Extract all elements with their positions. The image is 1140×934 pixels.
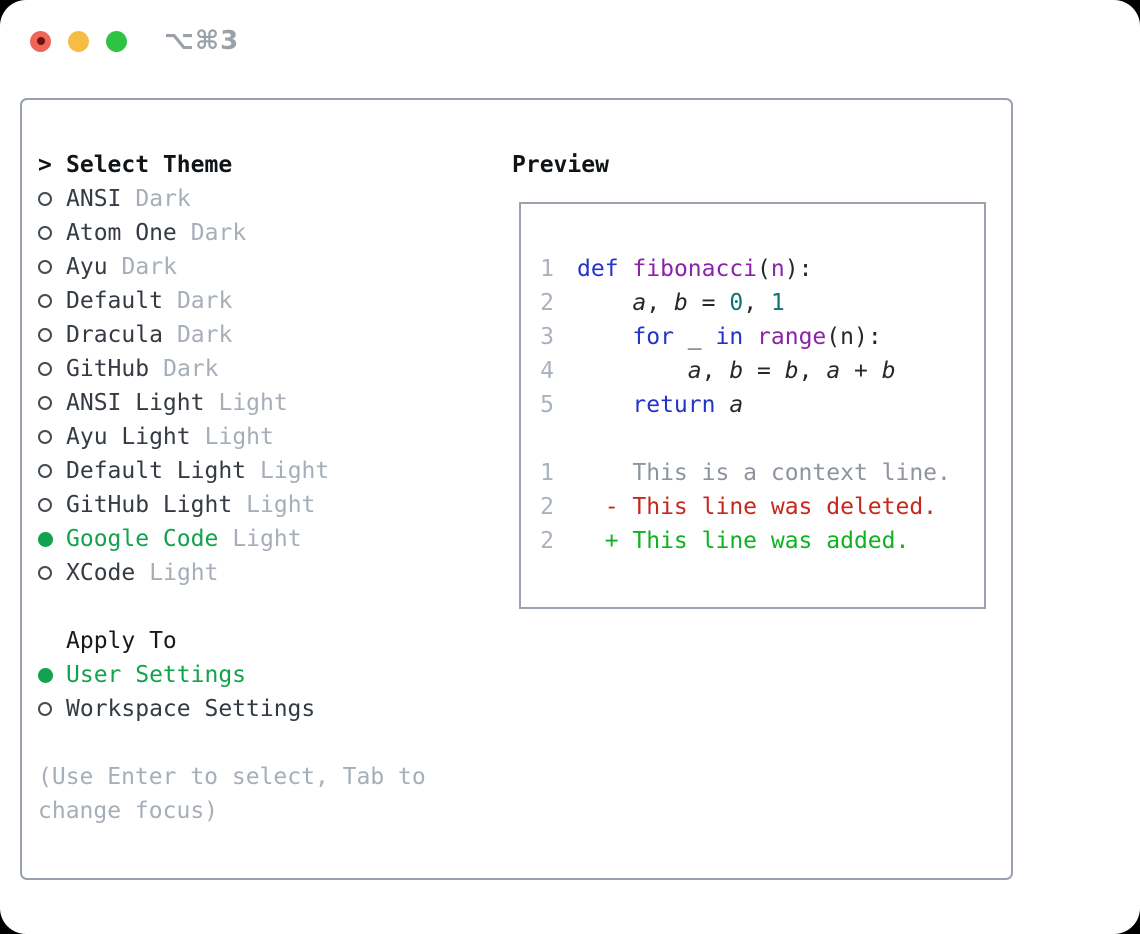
- usage-hint-line1: (Use Enter to select, Tab to: [38, 764, 426, 790]
- code-line: 2 a, b = 0, 1: [540, 290, 785, 316]
- theme-variant-label: Dark: [121, 254, 177, 280]
- theme-option-default-light-light[interactable]: Default Light Light: [38, 454, 488, 488]
- theme-variant-label: Light: [204, 424, 274, 450]
- line-number: 2: [540, 290, 554, 316]
- theme-name: Dracula: [66, 322, 163, 348]
- usage-hint-line2: change focus): [38, 798, 219, 824]
- theme-option-ayu-dark[interactable]: Ayu Dark: [38, 250, 488, 284]
- line-number: 1: [540, 460, 554, 486]
- line-number: 4: [540, 358, 554, 384]
- keyboard-shortcut-label: ⌥⌘3: [164, 26, 240, 56]
- theme-variant-label: Dark: [176, 322, 233, 348]
- apply-to-header: Apply To: [38, 624, 488, 658]
- radio-icon: [38, 328, 52, 342]
- theme-name: GitHub: [66, 356, 150, 382]
- radio-selected-icon: [38, 531, 53, 547]
- theme-option-default-dark[interactable]: Default Dark: [38, 284, 488, 318]
- apply-option-workspace-settings[interactable]: Workspace Settings: [38, 692, 488, 726]
- zoom-button[interactable]: [106, 30, 127, 52]
- radio-icon: [38, 498, 52, 512]
- theme-name: Default: [66, 288, 163, 314]
- prompt-icon: >: [38, 152, 52, 178]
- radio-icon: [38, 294, 52, 308]
- theme-variant-label: Light: [232, 526, 302, 552]
- theme-name: ANSI: [66, 186, 122, 212]
- select-theme-title: Select Theme: [66, 152, 233, 178]
- line-number: 1: [540, 256, 554, 282]
- theme-option-ansi-light-light[interactable]: ANSI Light Light: [38, 386, 488, 420]
- line-number: 3: [540, 324, 554, 350]
- window-titlebar: ⌥⌘3: [30, 26, 239, 56]
- preview-diff: 1 This is a context line. 2 - This line w…: [540, 456, 984, 558]
- theme-variant-label: Dark: [135, 186, 191, 212]
- theme-name: ANSI Light: [66, 390, 205, 416]
- radio-icon: [38, 566, 52, 580]
- diff-line-del: 2 - This line was deleted.: [540, 494, 938, 520]
- select-theme-header: > Select Theme: [38, 148, 488, 182]
- theme-name: Atom One: [66, 220, 177, 246]
- radio-icon: [38, 396, 52, 410]
- radio-icon: [38, 192, 52, 206]
- close-dot-icon: [36, 37, 45, 45]
- theme-variant-label: Dark: [176, 288, 233, 314]
- code-line: 4 a, b = b, a + b: [540, 358, 896, 384]
- theme-name: Ayu Light: [66, 424, 191, 450]
- line-number: 2: [540, 494, 554, 520]
- radio-icon: [38, 464, 52, 478]
- theme-option-google-code-light[interactable]: Google Code Light: [38, 522, 488, 556]
- theme-option-github-light-light[interactable]: GitHub Light Light: [38, 488, 488, 522]
- theme-option-atom-one-dark[interactable]: Atom One Dark: [38, 216, 488, 250]
- theme-variant-label: Light: [218, 390, 288, 416]
- code-line: 5 return a: [540, 392, 744, 418]
- radio-icon: [38, 430, 52, 444]
- theme-variant-label: Light: [260, 458, 330, 484]
- theme-option-ayu-light-light[interactable]: Ayu Light Light: [38, 420, 488, 454]
- theme-variant-label: Dark: [163, 356, 219, 382]
- apply-option-label: Workspace Settings: [66, 696, 316, 722]
- code-line: 3 for _ in range(n):: [540, 324, 882, 350]
- radio-icon: [38, 362, 52, 376]
- apply-to-title: Apply To: [66, 628, 177, 654]
- theme-variant-label: Light: [246, 492, 316, 518]
- radio-selected-icon: [38, 667, 53, 683]
- line-number: 2: [540, 528, 554, 554]
- theme-option-github-dark[interactable]: GitHub Dark: [38, 352, 488, 386]
- minimize-button[interactable]: [68, 30, 89, 52]
- apply-option-label: User Settings: [66, 662, 247, 688]
- line-number: 5: [540, 392, 554, 418]
- preview-spacer: [540, 422, 984, 456]
- theme-name: GitHub Light: [66, 492, 233, 518]
- close-button[interactable]: [30, 30, 51, 52]
- theme-option-dracula-dark[interactable]: Dracula Dark: [38, 318, 488, 352]
- apply-option-user-settings[interactable]: User Settings: [38, 658, 488, 692]
- diff-line-ctx: 1 This is a context line.: [540, 460, 951, 486]
- preview-title: Preview: [512, 152, 609, 178]
- theme-name: XCode: [66, 560, 136, 586]
- theme-variant-label: Dark: [190, 220, 247, 246]
- radio-icon: [38, 226, 52, 240]
- theme-option-ansi-dark[interactable]: ANSI Dark: [38, 182, 488, 216]
- theme-name: Default Light: [66, 458, 247, 484]
- theme-name: Ayu: [66, 254, 108, 280]
- usage-hint: (Use Enter to select, Tab to change focu…: [38, 760, 488, 828]
- radio-icon: [38, 702, 52, 716]
- diff-line-add: 2 + This line was added.: [540, 528, 910, 554]
- radio-icon: [38, 260, 52, 274]
- theme-name: Google Code: [66, 526, 219, 552]
- theme-variant-label: Light: [149, 560, 219, 586]
- theme-option-xcode-light[interactable]: XCode Light: [38, 556, 488, 590]
